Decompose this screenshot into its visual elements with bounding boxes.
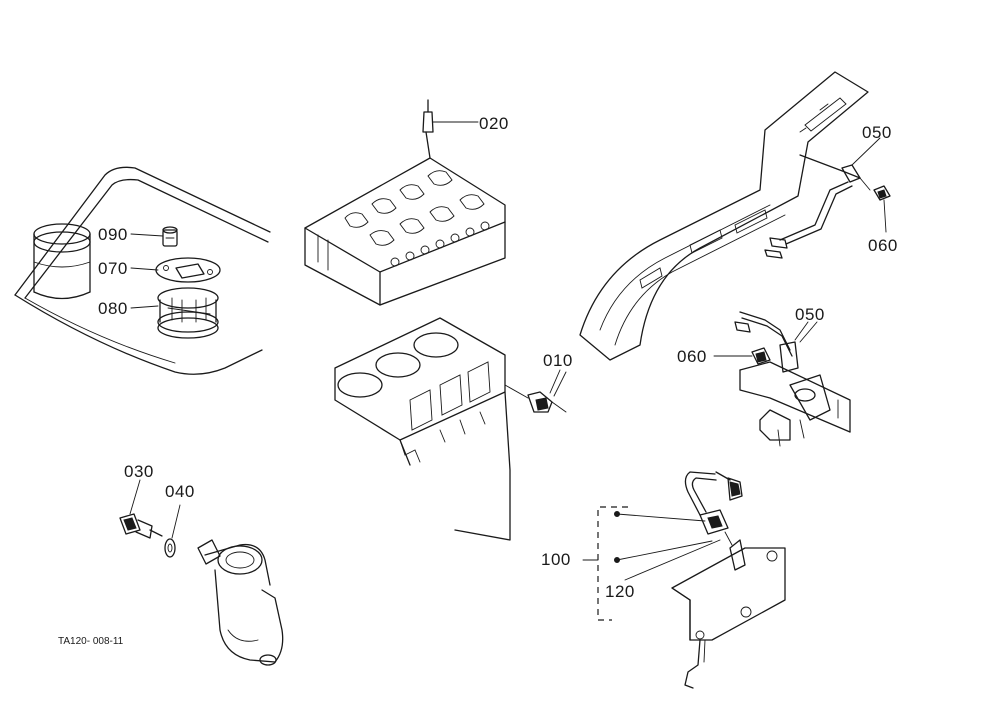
bolt-090 — [162, 226, 178, 247]
callout-050-lower: 050 — [795, 305, 825, 324]
drawing-code: TA120- 008-11 — [58, 636, 124, 647]
bolt-060-upper — [873, 185, 891, 233]
frame-rail — [579, 71, 869, 361]
cylinder-head — [304, 157, 506, 306]
cylinder-block — [334, 317, 511, 541]
callout-010: 010 — [543, 351, 573, 370]
sensor-bracket-050-upper — [764, 137, 881, 259]
callout-080: 080 — [98, 299, 128, 318]
oil-pressure-switch-010 — [504, 369, 567, 413]
bolt-060-lower — [713, 347, 771, 365]
callout-060-lower: 060 — [677, 347, 707, 366]
callout-120: 120 — [605, 582, 635, 601]
sensor-bracket-050-lower — [734, 311, 809, 373]
thermostat-housing — [197, 539, 284, 666]
washer-040 — [164, 504, 181, 558]
callout-100: 100 — [541, 550, 571, 569]
oil-pan-housing — [14, 166, 271, 375]
callout-070: 070 — [98, 259, 128, 278]
group-bracket-100 — [582, 506, 713, 621]
oil-filler-neck — [33, 223, 91, 300]
housing-080 — [157, 287, 219, 339]
callout-030: 030 — [124, 462, 154, 481]
mounting-plate — [671, 547, 786, 689]
callout-090: 090 — [98, 225, 128, 244]
glow-plug-020 — [422, 99, 479, 159]
sensor-120 — [684, 471, 746, 571]
shaft-assembly — [739, 361, 851, 447]
callout-050-upper: 050 — [862, 123, 892, 142]
callout-040: 040 — [165, 482, 195, 501]
callout-020: 020 — [479, 114, 509, 133]
leader-lines — [130, 233, 818, 581]
callout-060-upper: 060 — [868, 236, 898, 255]
gasket-070 — [155, 257, 221, 283]
temp-sensor-030 — [119, 479, 163, 539]
